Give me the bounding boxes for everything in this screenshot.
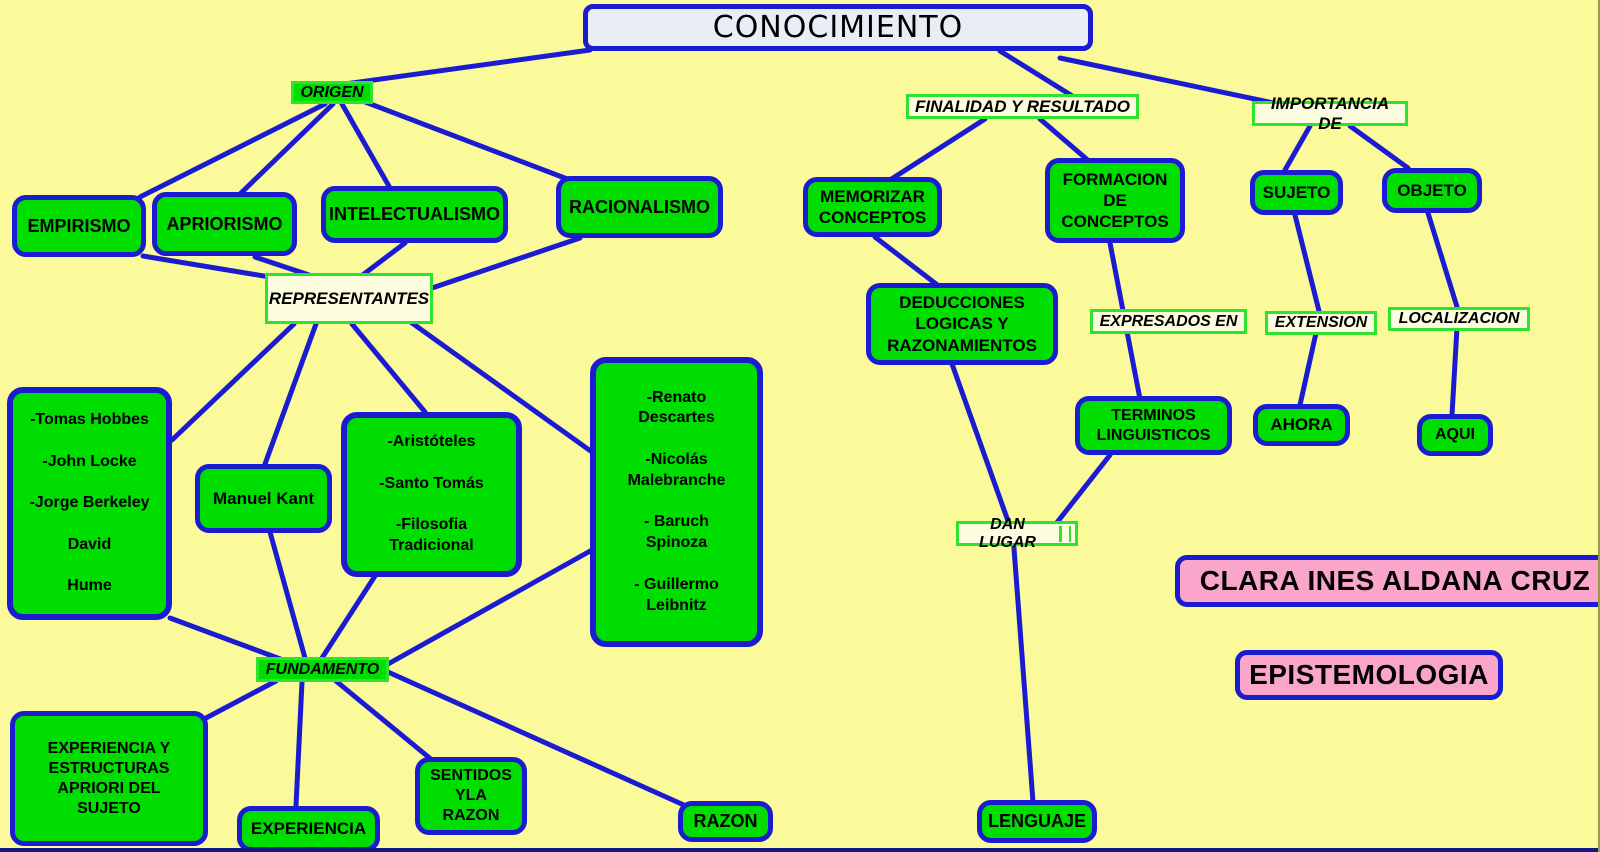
node-localizacion-label: LOCALIZACION bbox=[1398, 310, 1520, 327]
node-epistemologia: EPISTEMOLOGIA bbox=[1235, 650, 1503, 700]
node-author-label: CLARA INES ALDANA CRUZ bbox=[1199, 565, 1591, 596]
node-fundamento: FUNDAMENTO bbox=[256, 657, 389, 682]
edge-racionalismo-representantes bbox=[429, 235, 583, 291]
edge-aristoteles-fundamento bbox=[319, 573, 378, 661]
edge-fundamento-razon bbox=[385, 669, 689, 809]
node-representantes: REPRESENTANTES bbox=[265, 273, 433, 324]
selection-caret-mark bbox=[1059, 525, 1071, 542]
node-empirismo-representantes: -Tomas Hobbes -John Locke -Jorge Berkele… bbox=[7, 387, 172, 620]
node-memorizar-conceptos: MEMORIZAR CONCEPTOS bbox=[803, 177, 942, 237]
edge-memorizar-deducciones bbox=[872, 234, 943, 290]
node-fundamento-label: FUNDAMENTO bbox=[265, 660, 380, 678]
edge-fundamento-experiencia bbox=[293, 679, 305, 809]
node-extension-label: EXTENSION bbox=[1274, 314, 1368, 331]
node-racionalismo-label: RACIONALISMO bbox=[569, 196, 710, 217]
node-deducciones: DEDUCCIONES LOGICAS Y RAZONAMIENTOS bbox=[866, 283, 1058, 365]
edge-importancia-objeto bbox=[1347, 123, 1411, 171]
node-apriorismo-label: APRIORISMO bbox=[166, 213, 283, 234]
node-expresados-en-label: EXPRESADOS EN bbox=[1099, 312, 1238, 330]
node-dan-lugar-label: DAN LUGAR bbox=[979, 515, 1036, 551]
node-experiencia-estructuras: EXPERIENCIA Y ESTRUCTURAS APRIORI DEL SU… bbox=[10, 711, 208, 846]
node-sentidos-y-razon-label: SENTIDOS YLA RAZON bbox=[430, 767, 512, 824]
node-lenguaje: LENGUAJE bbox=[977, 800, 1097, 843]
node-conocimiento: CONOCIMIENTO bbox=[583, 4, 1093, 51]
right-border-line bbox=[1598, 0, 1600, 852]
node-formacion-de-conceptos-label: FORMACION DE CONCEPTOS bbox=[1061, 169, 1169, 232]
edge-fundamento-sentidos bbox=[333, 678, 435, 763]
edge-fundamento-estructuras bbox=[203, 678, 279, 721]
node-formacion-de-conceptos: FORMACION DE CONCEPTOS bbox=[1045, 158, 1185, 243]
node-importancia-de: IMPORTANCIA DE bbox=[1252, 94, 1408, 133]
node-extension: EXTENSION bbox=[1265, 311, 1377, 335]
edge-empirismo-representantes bbox=[140, 253, 291, 283]
node-ahora-label: AHORA bbox=[1270, 415, 1333, 435]
node-empirismo: EMPIRISMO bbox=[12, 195, 146, 257]
edge-origen-apriorismo bbox=[237, 101, 336, 197]
node-intelectualismo-label: INTELECTUALISMO bbox=[329, 204, 500, 225]
node-intelectualismo-representantes-label: -Aristóteles -Santo Tomás -Filosofia Tra… bbox=[379, 433, 484, 555]
bottom-border-line bbox=[0, 848, 1600, 852]
node-racionalismo-representantes: -Renato Descartes -Nicolás Malebranche -… bbox=[590, 357, 763, 647]
node-razon: RAZON bbox=[678, 801, 773, 842]
node-finalidad-y-resultado: FINALIDAD Y RESULTADO bbox=[906, 94, 1139, 119]
node-memorizar-conceptos-label: MEMORIZAR CONCEPTOS bbox=[818, 186, 927, 227]
node-terminos-linguisticos-label: TERMINOS LINGUISTICOS bbox=[1096, 406, 1211, 444]
node-deducciones-label: DEDUCCIONES LOGICAS Y RAZONAMIENTOS bbox=[887, 293, 1037, 355]
node-origen-label: ORIGEN bbox=[300, 83, 364, 101]
edge-conocimiento-importancia bbox=[1057, 55, 1286, 108]
node-sentidos-y-razon: SENTIDOS YLA RAZON bbox=[415, 757, 527, 835]
edge-origen-racionalismo bbox=[357, 97, 573, 183]
node-empirismo-label: EMPIRISMO bbox=[27, 215, 131, 236]
edge-hobbes-fundamento bbox=[167, 615, 286, 663]
node-racionalismo-representantes-label: -Renato Descartes -Nicolás Malebranche -… bbox=[627, 388, 726, 614]
node-lenguaje-label: LENGUAJE bbox=[987, 811, 1086, 832]
edge-descartes-fundamento bbox=[385, 547, 595, 667]
edge-finalidad-formacion bbox=[1037, 116, 1093, 165]
node-apriorismo: APRIORISMO bbox=[152, 192, 297, 256]
edge-representantes-descartes bbox=[402, 315, 595, 455]
edge-importancia-sujeto bbox=[1282, 123, 1313, 173]
node-epistemologia-label: EPISTEMOLOGIA bbox=[1249, 659, 1489, 690]
edge-representantes-hobbes bbox=[169, 321, 297, 443]
edge-finalidad-memorizar bbox=[887, 116, 988, 183]
node-objeto-label: OBJETO bbox=[1397, 180, 1467, 200]
node-experiencia: EXPERIENCIA bbox=[237, 806, 380, 852]
edge-origen-intelectualismo bbox=[339, 101, 393, 191]
node-aqui-label: AQUI bbox=[1435, 426, 1475, 443]
node-finalidad-y-resultado-label: FINALIDAD Y RESULTADO bbox=[914, 96, 1131, 116]
edge-representantes-aristoteles bbox=[349, 321, 428, 415]
node-intelectualismo: INTELECTUALISMO bbox=[321, 186, 508, 243]
node-conocimiento-label: CONOCIMIENTO bbox=[712, 10, 964, 45]
edge-terminos-danlugar bbox=[1052, 452, 1113, 528]
node-experiencia-label: EXPERIENCIA bbox=[250, 819, 367, 839]
node-racionalismo: RACIONALISMO bbox=[556, 176, 723, 238]
node-localizacion: LOCALIZACION bbox=[1388, 307, 1530, 331]
node-origen: ORIGEN bbox=[291, 81, 373, 104]
node-sujeto-label: SUJETO bbox=[1262, 182, 1331, 202]
node-manuel-kant-label: Manuel Kant bbox=[212, 488, 315, 508]
edge-intelectualismo-representantes bbox=[357, 240, 408, 280]
edge-kant-fundamento bbox=[267, 529, 308, 661]
node-empirismo-representantes-label: -Tomas Hobbes -John Locke -Jorge Berkele… bbox=[29, 410, 150, 595]
edge-representantes-kant bbox=[262, 321, 319, 467]
node-ahora: AHORA bbox=[1253, 404, 1350, 446]
node-expresados-en: EXPRESADOS EN bbox=[1090, 309, 1247, 334]
edge-origen-empirismo bbox=[137, 101, 328, 200]
node-terminos-linguisticos: TERMINOS LINGUISTICOS bbox=[1075, 396, 1232, 455]
node-manuel-kant: Manuel Kant bbox=[195, 464, 332, 533]
node-importancia-de-label: IMPORTANCIA DE bbox=[1270, 93, 1390, 133]
node-intelectualismo-representantes: -Aristóteles -Santo Tomás -Filosofia Tra… bbox=[341, 412, 522, 577]
node-sujeto: SUJETO bbox=[1250, 170, 1343, 215]
node-objeto: OBJETO bbox=[1382, 168, 1482, 213]
node-experiencia-estructuras-label: EXPERIENCIA Y ESTRUCTURAS APRIORI DEL SU… bbox=[47, 739, 171, 817]
node-author: CLARA INES ALDANA CRUZ bbox=[1175, 555, 1600, 607]
edge-conocimiento-origen bbox=[342, 47, 593, 87]
node-dan-lugar: DAN LUGAR bbox=[956, 516, 1078, 551]
node-aqui: AQUI bbox=[1417, 414, 1493, 456]
node-razon-label: RAZON bbox=[693, 811, 758, 832]
node-representantes-label: REPRESENTANTES bbox=[268, 288, 430, 308]
